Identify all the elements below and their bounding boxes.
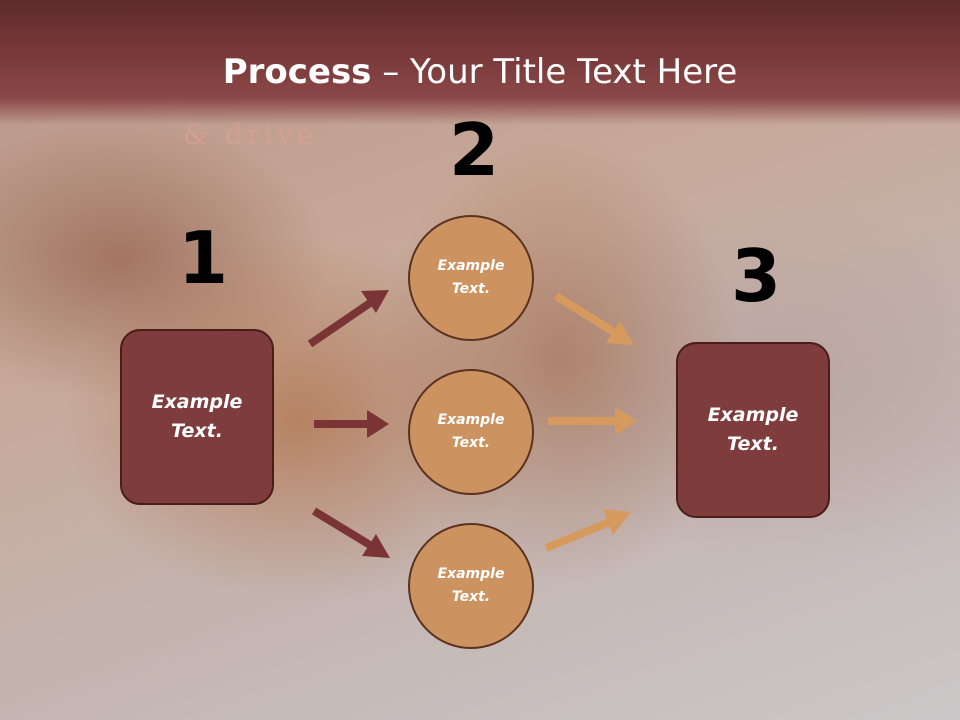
start-box[interactable]: Example Text.: [120, 329, 274, 505]
start-box-text: Example Text.: [151, 391, 243, 442]
arrow-bottom-to-end: [544, 509, 631, 552]
middle-circle-top[interactable]: Example Text.: [408, 215, 534, 341]
arrow-start-to-middle: [314, 410, 389, 438]
title-rest: – Your Title Text Here: [371, 52, 738, 92]
title-band: [0, 0, 960, 125]
arrow-top-to-end: [553, 292, 634, 345]
middle-circle-bottom-text: Example Text.: [437, 566, 505, 605]
middle-circle-top-text: Example Text.: [437, 258, 505, 297]
arrow-middle-to-end: [548, 407, 637, 435]
arrow-start-to-bottom: [311, 507, 390, 558]
title-bold: Process: [222, 52, 372, 92]
step-number-3: 3: [731, 234, 782, 318]
end-box-text: Example Text.: [707, 404, 799, 455]
step-number-2: 2: [449, 108, 500, 192]
arrow-start-to-top: [307, 290, 389, 348]
step-number-1: 1: [178, 216, 229, 300]
background-texture-text: & drive: [183, 118, 318, 151]
middle-circle-bottom[interactable]: Example Text.: [408, 523, 534, 649]
end-box[interactable]: Example Text.: [676, 342, 830, 518]
middle-circle-middle-text: Example Text.: [437, 412, 505, 451]
middle-circle-middle[interactable]: Example Text.: [408, 369, 534, 495]
slide-title[interactable]: Process – Your Title Text Here: [0, 52, 960, 92]
